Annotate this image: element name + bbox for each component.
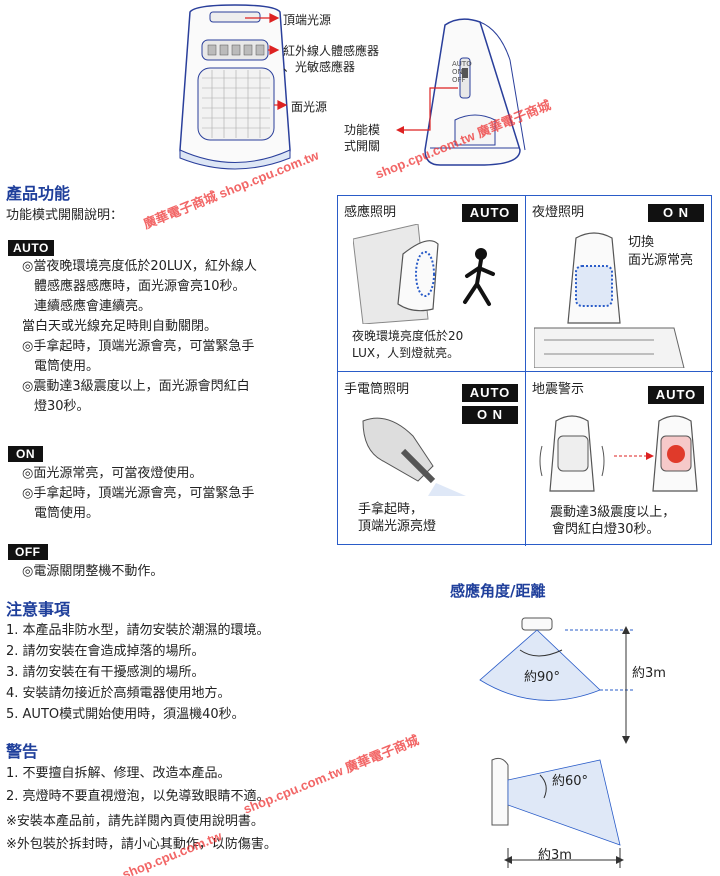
switch-mark-auto: AUTO <box>452 60 472 68</box>
functions-subtitle: 功能模式開關說明： <box>6 208 124 223</box>
warning-title: 警告 <box>6 742 39 761</box>
notes-list: 1. 本產品非防水型，請勿安裝於潮濕的環境。 2. 請勿安裝在會造成掉落的場所。… <box>6 620 270 725</box>
flashlight-illustration <box>362 417 466 496</box>
switch-mark-off: OFF <box>452 76 466 84</box>
callout-top-light: 頂端光源 <box>283 13 332 27</box>
panel-sensor-badge: AUTO <box>462 204 518 222</box>
list-item: 2. 請勿安裝在會造成掉落的場所。 <box>6 644 205 659</box>
off-description: ◎電源關閉整機不動作。 <box>22 564 164 579</box>
switch-mark-on: ON <box>452 68 463 76</box>
panel-quake-badge: AUTO <box>648 386 704 404</box>
sensor-illustration <box>353 224 495 324</box>
angle-title: 感應角度/距離 <box>450 582 546 600</box>
warning-list: 1. 不要擅自拆解、修理、改造本產品。 2. 亮燈時不要直視燈泡，以免導致眼睛不… <box>6 762 277 856</box>
panel-night-badge: O N <box>648 204 704 222</box>
off-badge: OFF <box>8 544 48 560</box>
panel-quake-text: 震動達3級震度以上， 會閃紅白燈30秒。 <box>550 505 676 537</box>
top-angle-label: 約90° <box>524 670 561 685</box>
panel-flash-badge-on: O N <box>462 406 518 424</box>
callout-mode-switch: 功能模 式開關 <box>344 123 381 153</box>
panel-night-text: 切換 面光源常亮 <box>628 235 694 268</box>
list-item: 3. 請勿安裝在有干擾感測的場所。 <box>6 665 205 680</box>
list-item: 4. 安裝請勿接近於高頻電器使用地方。 <box>6 686 231 701</box>
list-item: ※安裝本產品前，請先詳閱內頁使用說明書。 <box>6 814 264 829</box>
auto-description: ◎當夜晚環境亮度低於20LUX，紅外線人 體感應器感應時，面光源會亮10秒。 連… <box>22 259 257 414</box>
on-section: ON <box>8 443 43 462</box>
product-front-illustration <box>179 4 526 170</box>
auto-section: AUTO <box>8 237 54 256</box>
product-diagram: AUTO ON OFF 頂端光源 紅外線人體感應器 、光敏感應器 面光源 功能模… <box>140 0 580 175</box>
angle-diagram <box>479 617 635 868</box>
night-light-illustration <box>534 232 685 368</box>
panel-quake-title: 地震警示 <box>532 382 585 397</box>
side-distance-label: 約3m <box>538 848 572 863</box>
list-item: 5. AUTO模式開始使用時，須溫機40秒。 <box>6 707 245 722</box>
callout-sensor: 紅外線人體感應器 、光敏感應器 <box>283 44 380 74</box>
panel-sensor-title: 感應照明 <box>344 205 397 220</box>
callout-face-light: 面光源 <box>291 100 328 114</box>
off-section: OFF <box>8 541 48 560</box>
side-angle-label: 約60° <box>552 774 589 789</box>
mode-panels: 感應照明 AUTO 夜晚環境亮度低於20 LUX，人到燈就亮。 夜燈照明 O N… <box>337 195 713 546</box>
auto-badge: AUTO <box>8 240 54 256</box>
on-badge: ON <box>8 446 43 462</box>
panel-flash-title: 手電筒照明 <box>344 382 410 397</box>
functions-title: 產品功能 <box>6 184 71 203</box>
panel-flash-text: 手拿起時， 頂端光源亮燈 <box>358 502 437 534</box>
panel-flash-badge-auto: AUTO <box>462 384 518 402</box>
earthquake-illustration <box>539 415 698 492</box>
list-item: 1. 不要擅自拆解、修理、改造本產品。 <box>6 766 231 781</box>
top-distance-label: 約3m <box>632 666 666 681</box>
on-description: ◎面光源常亮，可當夜燈使用。 ◎手拿起時，頂端光源會亮，可當緊急手 電筒使用。 <box>22 466 255 521</box>
notes-title: 注意事項 <box>6 600 71 619</box>
panel-sensor-text: 夜晚環境亮度低於20 LUX，人到燈就亮。 <box>352 329 464 360</box>
list-item: ※外包裝於拆封時，請小心其動作，以防傷害。 <box>6 837 277 852</box>
panel-night-title: 夜燈照明 <box>532 205 585 220</box>
list-item: 1. 本產品非防水型，請勿安裝於潮濕的環境。 <box>6 623 270 638</box>
list-item: 2. 亮燈時不要直視燈泡，以免導致眼睛不適。 <box>6 789 270 804</box>
